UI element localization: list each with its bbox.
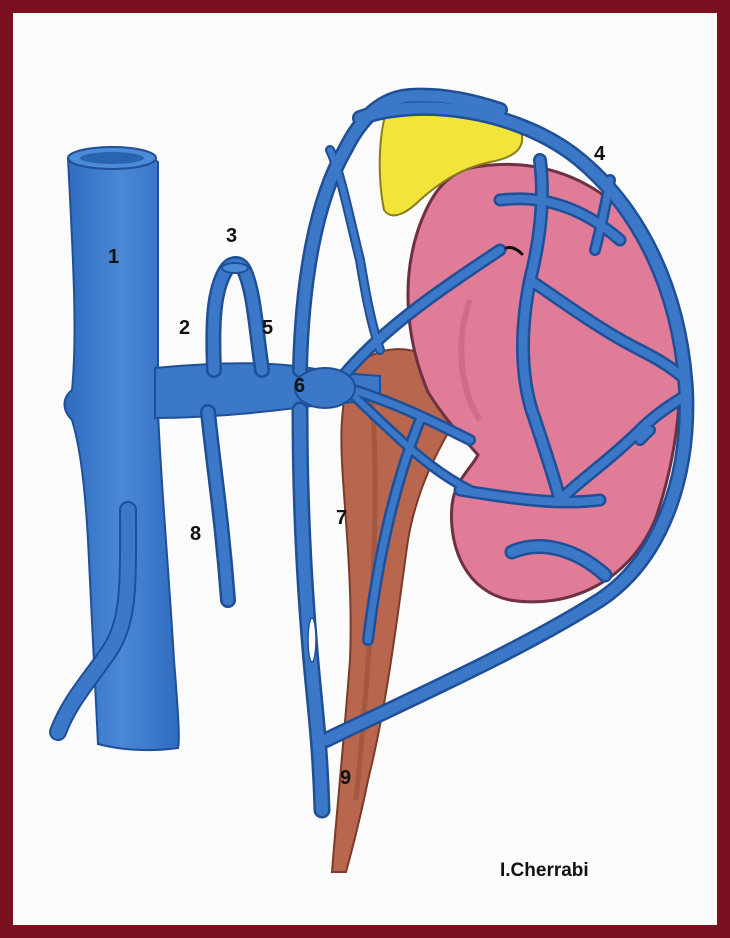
label-5: 5 [262, 317, 273, 339]
author-signature: I.Cherrabi [500, 860, 589, 881]
vein-9-island [308, 618, 316, 662]
label-3: 3 [226, 225, 237, 247]
label-2: 2 [179, 317, 190, 339]
label-8: 8 [190, 523, 201, 545]
vena-cava-opening [80, 152, 144, 164]
vena-cava [65, 151, 179, 750]
label-4: 4 [594, 143, 606, 165]
vein-3-opening [222, 263, 248, 273]
label-6: 6 [294, 375, 305, 397]
label-9: 9 [340, 767, 351, 789]
label-7: 7 [336, 507, 347, 529]
label-1: 1 [108, 246, 119, 268]
